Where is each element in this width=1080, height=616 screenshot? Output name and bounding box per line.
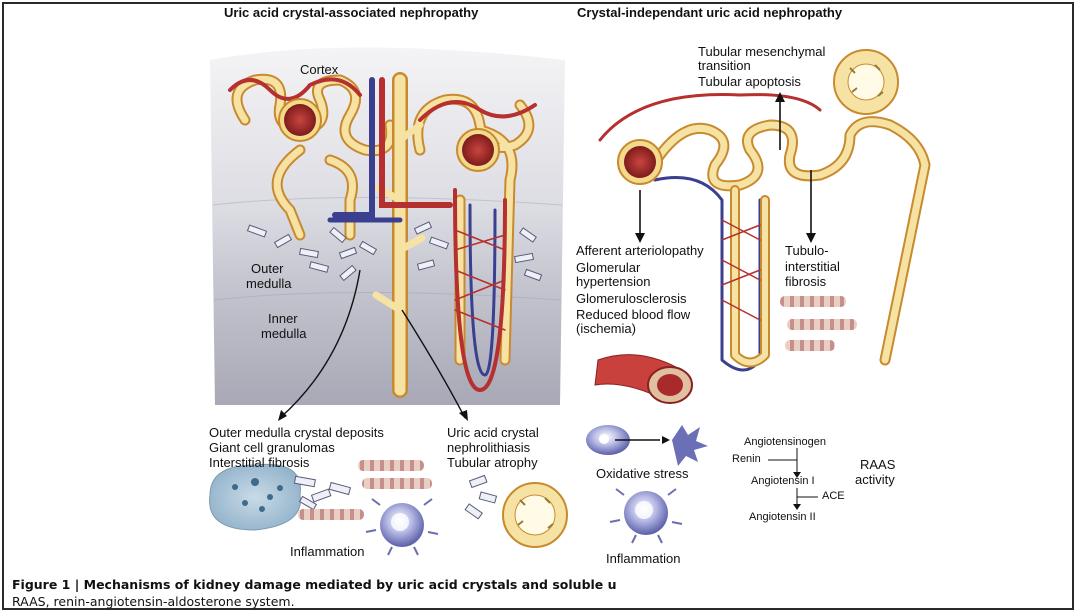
right-nephron bbox=[598, 93, 931, 372]
effect-tubular-1: Uric acid crystal bbox=[447, 425, 539, 440]
collecting-duct bbox=[372, 72, 426, 398]
granuloma-illustration bbox=[209, 463, 301, 531]
effect-outer-2: Giant cell granulomas bbox=[209, 440, 335, 455]
crystals-medulla bbox=[246, 221, 543, 282]
caption-line-2: RAAS, renin-angiotensin-aldosterone syst… bbox=[12, 594, 295, 609]
figure-caption: Figure 1 | Mechanisms of kidney damage m… bbox=[12, 577, 617, 592]
immune-cell-right bbox=[609, 488, 683, 544]
angiotensin-2-label: Angiotensin II bbox=[749, 511, 816, 523]
oxidative-stress-label: Oxidative stress bbox=[596, 466, 689, 481]
top-effect-1: Tubular mesenchymal bbox=[698, 44, 826, 59]
effect-outer-1: Outer medulla crystal deposits bbox=[209, 425, 384, 440]
right-glomerulus bbox=[617, 139, 663, 185]
vascular-effect-3: hypertension bbox=[576, 274, 651, 289]
vascular-effect-1: Afferent arteriolopathy bbox=[576, 243, 704, 258]
immune-cell-left bbox=[365, 498, 439, 556]
vascular-effect-6: (ischemia) bbox=[576, 321, 636, 336]
effect-outer-3: Interstitial fibrosis bbox=[209, 455, 310, 470]
figure-title: Mechanisms of kidney damage mediated by … bbox=[83, 577, 617, 592]
crystals-bottom-left bbox=[293, 474, 498, 520]
inflammation-left: Inflammation bbox=[290, 544, 365, 559]
renin-label: Renin bbox=[732, 453, 761, 465]
interstitial-3: fibrosis bbox=[785, 274, 827, 289]
effect-tubular-2: nephrolithiasis bbox=[447, 440, 531, 455]
vascular-effect-4: Glomerulosclerosis bbox=[576, 291, 687, 306]
raas-label-1: RAAS bbox=[860, 457, 896, 472]
tubule-cross-section-left bbox=[502, 482, 568, 548]
vascular-effect-5: Reduced blood flow bbox=[576, 307, 691, 322]
inner-medulla-label-1: Inner bbox=[268, 311, 298, 326]
vascular-effect-2: Glomerular bbox=[576, 260, 641, 275]
effect-tubular-3: Tubular atrophy bbox=[447, 455, 538, 470]
raas-connectors bbox=[768, 448, 818, 506]
outer-medulla-label-2: medulla bbox=[246, 276, 292, 291]
top-effect-2: transition bbox=[698, 58, 751, 73]
cortex-label: Cortex bbox=[300, 62, 339, 77]
left-arrows bbox=[279, 269, 466, 419]
left-glomeruli bbox=[278, 98, 500, 172]
blood-vessel bbox=[594, 354, 693, 404]
interstitial-1: Tubulo- bbox=[785, 243, 829, 258]
fibrosis-bundles-right bbox=[780, 296, 857, 351]
left-vessels bbox=[228, 77, 537, 393]
title-right: Crystal-independant uric acid nephropath… bbox=[577, 5, 843, 20]
title-left: Uric acid crystal-associated nephropathy bbox=[224, 5, 479, 20]
oxidative-stress-cells bbox=[586, 425, 708, 466]
interstitial-2: interstitial bbox=[785, 259, 840, 274]
figure-label: Figure 1 | bbox=[12, 577, 84, 592]
inflammation-right: Inflammation bbox=[606, 551, 681, 566]
right-arrows bbox=[639, 100, 812, 235]
fibrosis-bundles-left bbox=[298, 460, 432, 520]
top-effect-3: Tubular apoptosis bbox=[698, 74, 801, 89]
inner-medulla-label-2: medulla bbox=[261, 326, 307, 341]
raas-label-2: activity bbox=[855, 472, 895, 487]
angiotensin-1-label: Angiotensin I bbox=[751, 475, 815, 487]
ace-label: ACE bbox=[822, 490, 845, 502]
figure-frame bbox=[2, 2, 1074, 610]
tubule-cross-section-right bbox=[833, 49, 899, 115]
outer-medulla-label-1: Outer bbox=[251, 261, 284, 276]
angiotensinogen-label: Angiotensinogen bbox=[744, 436, 826, 448]
